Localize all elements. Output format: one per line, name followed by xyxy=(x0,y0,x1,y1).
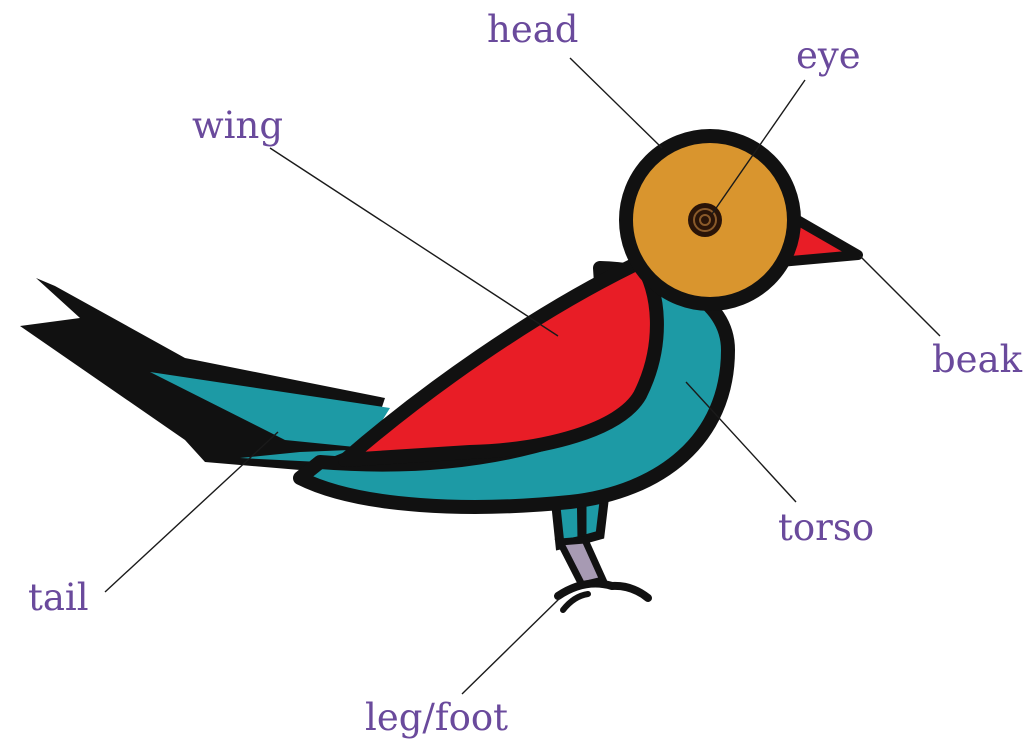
leader-line-leg-foot xyxy=(462,598,560,694)
label-eye: eye xyxy=(796,34,861,77)
label-torso: torso xyxy=(778,506,874,549)
label-beak: beak xyxy=(932,338,1023,381)
label-head: head xyxy=(487,8,578,51)
leader-line-wing xyxy=(270,148,558,336)
leader-line-tail xyxy=(105,432,278,592)
leader-line-head xyxy=(570,58,662,148)
leader-line-beak xyxy=(860,256,940,336)
label-wing: wing xyxy=(192,104,283,147)
label-leg-foot: leg/foot xyxy=(365,696,508,739)
label-tail: tail xyxy=(28,576,89,619)
tail-shape xyxy=(20,278,390,470)
